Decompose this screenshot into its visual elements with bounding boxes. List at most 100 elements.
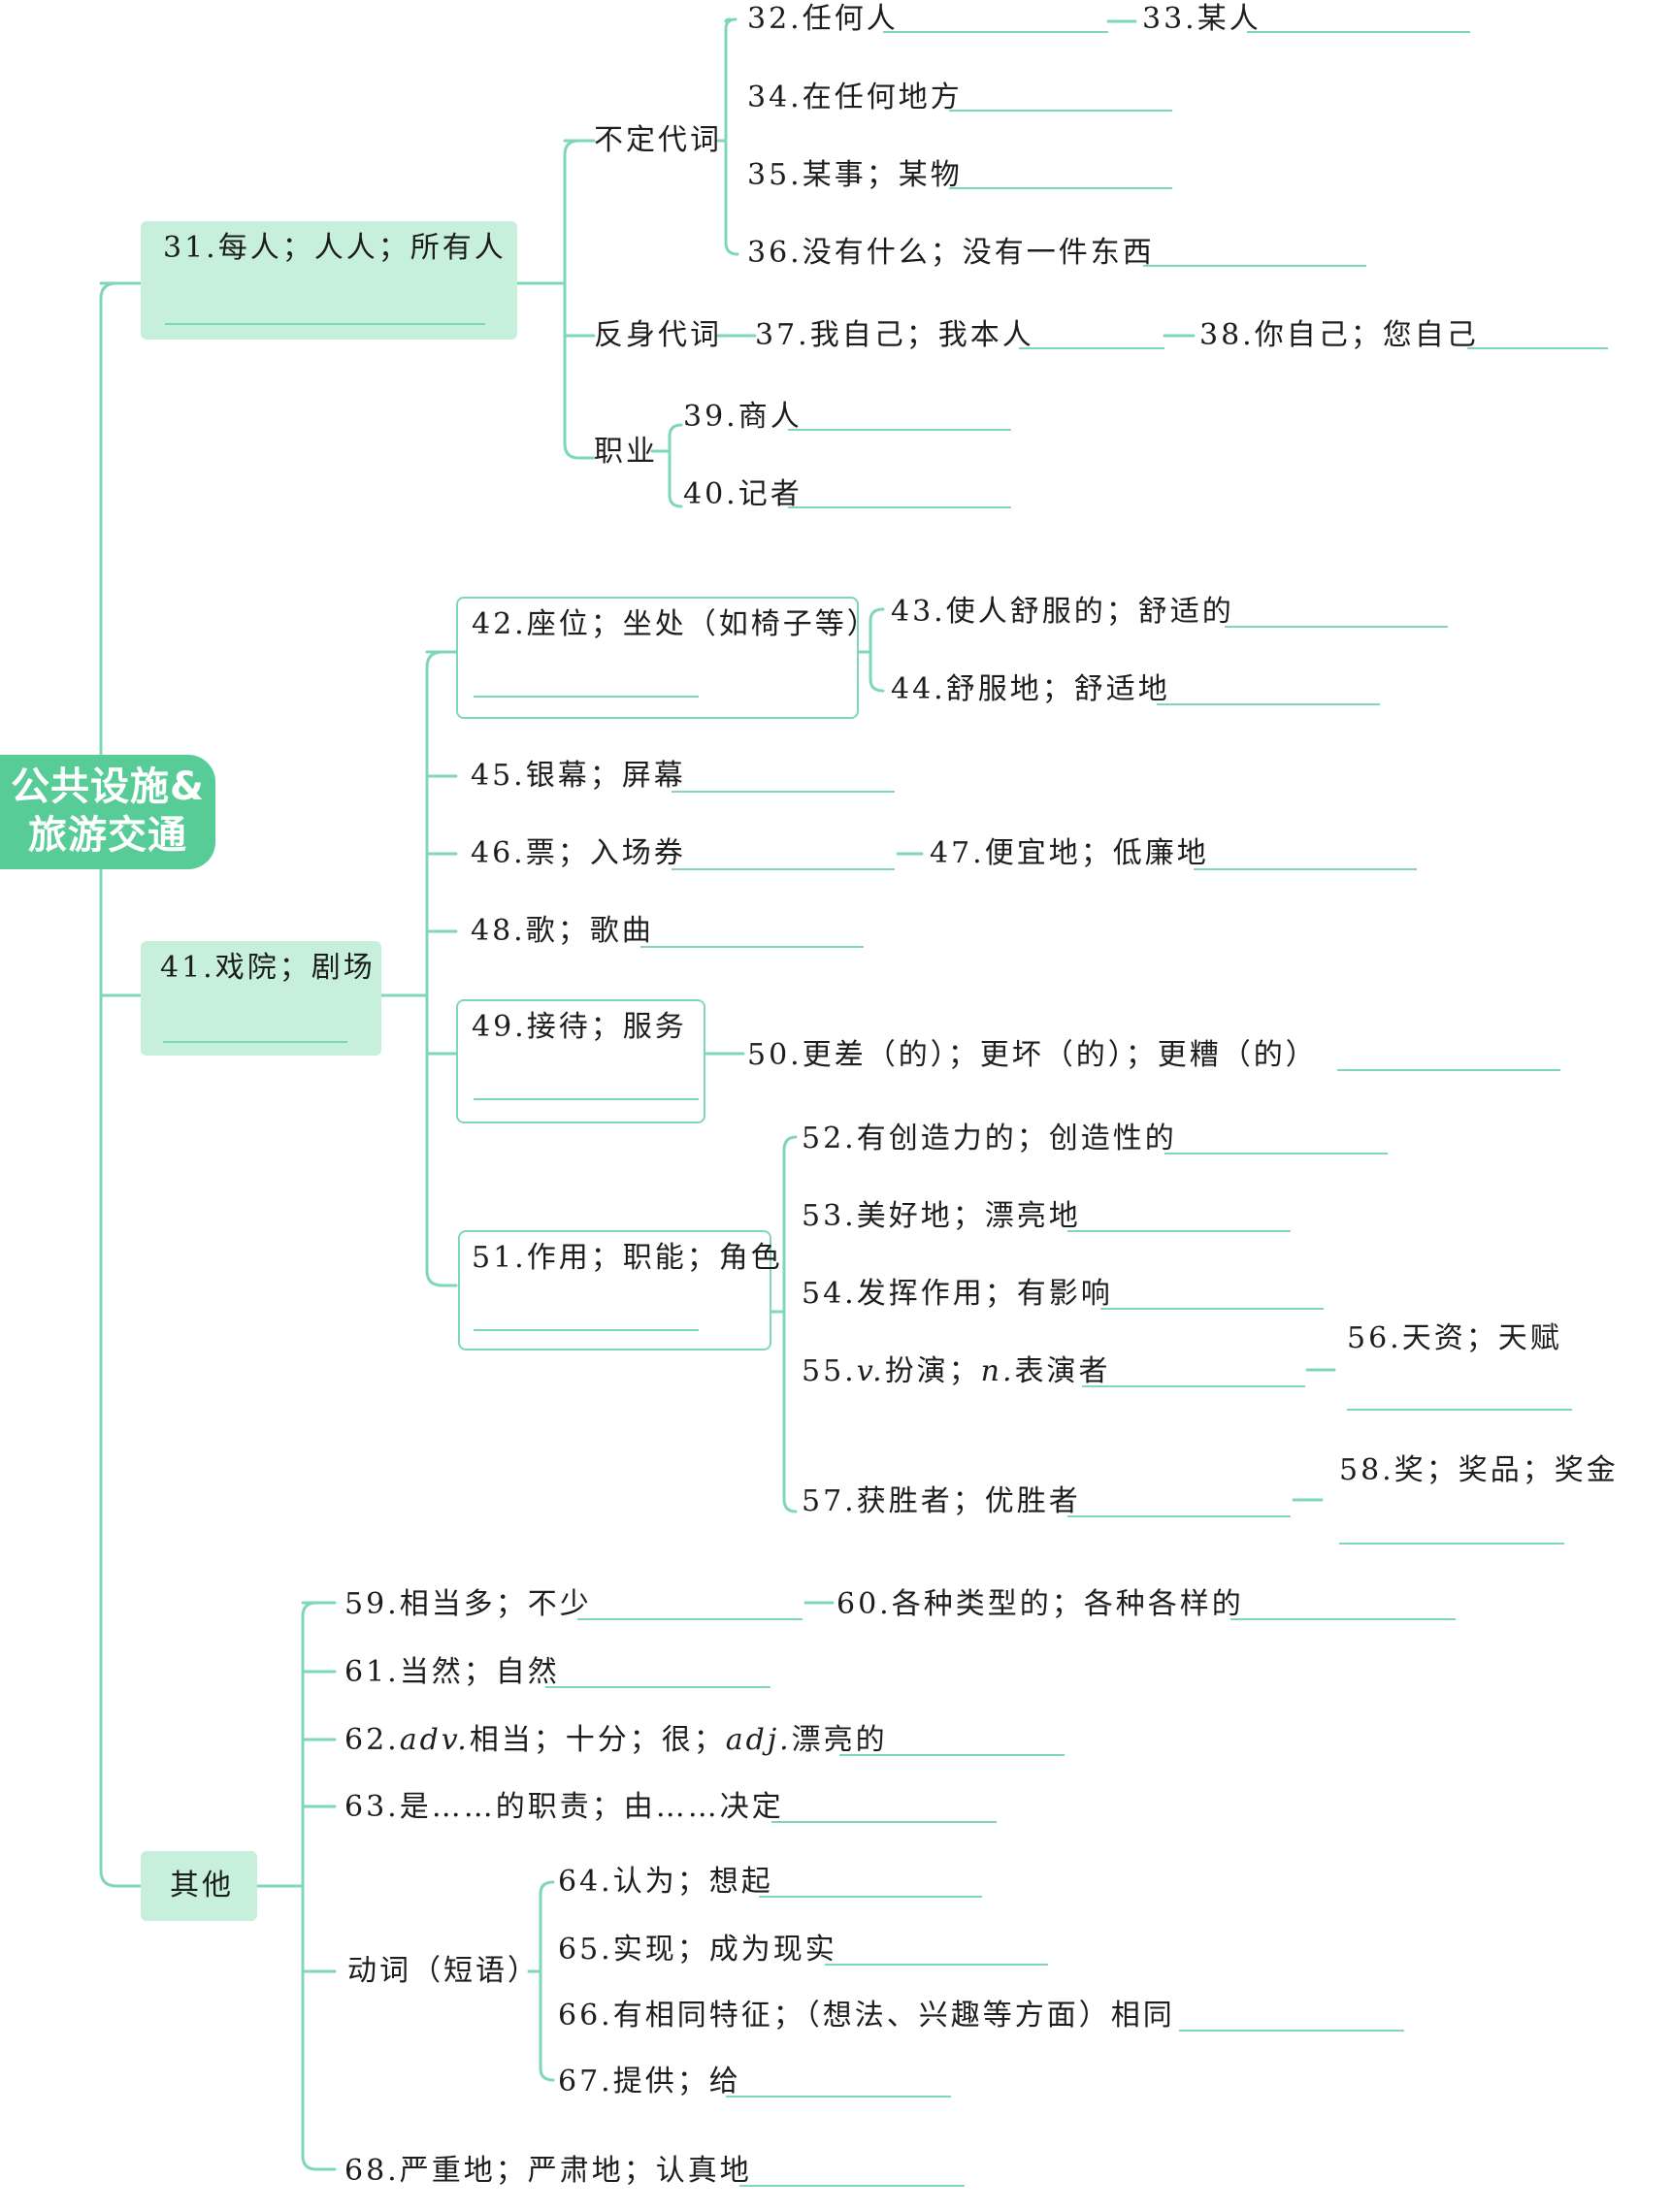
answer-blank-39[interactable] xyxy=(788,429,1011,431)
item-35: 35.某事；某物 xyxy=(747,158,963,192)
item-52: 52.有创造力的；创造性的 xyxy=(802,1122,1177,1155)
item-62-meaning-adv: 相当；十分；很； xyxy=(469,1723,726,1757)
item-62-number: 62. xyxy=(344,1723,400,1757)
item-59: 59.相当多；不少 xyxy=(344,1587,592,1621)
answer-blank-50[interactable] xyxy=(1337,1069,1560,1071)
item-32: 32.任何人 xyxy=(747,2,899,36)
item-46: 46.票；入场券 xyxy=(471,836,686,870)
answer-blank-43[interactable] xyxy=(1225,626,1448,628)
answer-blank-64[interactable] xyxy=(759,1896,982,1898)
answer-blank-38[interactable] xyxy=(1467,347,1608,349)
answer-blank-61[interactable] xyxy=(545,1686,770,1688)
item-56: 56.天资；天赋 xyxy=(1347,1321,1562,1355)
item-62-meaning-adj: 漂亮的 xyxy=(791,1723,888,1757)
answer-blank-54[interactable] xyxy=(1100,1308,1324,1310)
item-60: 60.各种类型的；各种各样的 xyxy=(836,1587,1244,1621)
answer-blank-59[interactable] xyxy=(577,1618,803,1620)
answer-blank-42[interactable] xyxy=(474,696,699,698)
group-other-box xyxy=(141,1851,257,1921)
answer-blank-53[interactable] xyxy=(1067,1230,1291,1232)
item-66: 66.有相同特征；（想法、兴趣等方面）相同 xyxy=(558,1999,1175,2033)
group-31-box xyxy=(141,221,517,340)
item-55-meaning-v: 扮演； xyxy=(884,1354,981,1388)
item-42-box xyxy=(456,597,859,719)
item-39: 39.商人 xyxy=(683,400,803,434)
answer-blank-66[interactable] xyxy=(1179,2030,1404,2032)
item-51: 51.作用；职能；角色 xyxy=(472,1241,783,1275)
answer-blank-32[interactable] xyxy=(883,31,1108,33)
group-41-label: 41.戏院；剧场 xyxy=(160,951,376,985)
group-41-box xyxy=(141,941,381,1056)
item-65: 65.实现；成为现实 xyxy=(558,1933,837,1967)
item-64: 64.认为；想起 xyxy=(558,1865,773,1899)
answer-blank-51[interactable] xyxy=(474,1329,699,1331)
item-47: 47.便宜地；低廉地 xyxy=(930,836,1209,870)
answer-blank-60[interactable] xyxy=(1230,1618,1456,1620)
answer-blank-47[interactable] xyxy=(1194,868,1417,870)
item-61: 61.当然；自然 xyxy=(344,1655,560,1689)
item-38: 38.你自己；您自己 xyxy=(1199,318,1479,352)
category-indefinite-pronouns: 不定代词 xyxy=(594,123,722,157)
item-42: 42.座位；坐处（如椅子等） xyxy=(472,607,879,641)
item-55: 55.v.扮演；n.表演者 xyxy=(802,1354,1111,1389)
item-55-number: 55. xyxy=(802,1354,857,1388)
item-50: 50.更差（的）；更坏（的）；更糟（的） xyxy=(747,1038,1318,1072)
answer-blank-45[interactable] xyxy=(672,791,895,793)
item-49: 49.接待；服务 xyxy=(472,1010,687,1044)
category-reflexive-pronouns: 反身代词 xyxy=(594,318,722,352)
group-other-label: 其他 xyxy=(170,1869,234,1903)
item-49-box xyxy=(456,999,705,1123)
item-34: 34.在任何地方 xyxy=(747,81,963,114)
answer-blank-68[interactable] xyxy=(739,2185,965,2187)
answer-blank-62[interactable] xyxy=(839,1754,1065,1756)
item-40: 40.记者 xyxy=(683,477,803,511)
item-67: 67.提供；给 xyxy=(558,2065,741,2098)
item-36: 36.没有什么；没有一件东西 xyxy=(747,236,1155,270)
answer-blank-40[interactable] xyxy=(788,506,1011,508)
answer-blank-49[interactable] xyxy=(474,1098,699,1100)
item-62-pos-adj: adj. xyxy=(725,1723,792,1757)
group-41-answer-blank[interactable] xyxy=(163,1041,347,1043)
root-topic: 公共设施& 旅游交通 xyxy=(0,755,215,869)
answer-blank-63[interactable] xyxy=(771,1821,997,1823)
item-68: 68.严重地；严肃地；认真地 xyxy=(344,2154,752,2188)
answer-blank-33[interactable] xyxy=(1247,31,1470,33)
answer-blank-58[interactable] xyxy=(1339,1543,1564,1545)
item-57: 57.获胜者；优胜者 xyxy=(802,1484,1081,1518)
item-43: 43.使人舒服的；舒适的 xyxy=(891,595,1234,629)
item-45: 45.银幕；屏幕 xyxy=(471,759,686,793)
item-44: 44.舒服地；舒适地 xyxy=(891,672,1170,706)
item-33: 33.某人 xyxy=(1142,2,1262,36)
answer-blank-44[interactable] xyxy=(1157,703,1380,705)
item-55-meaning-n: 表演者 xyxy=(1014,1354,1111,1388)
item-53: 53.美好地；漂亮地 xyxy=(802,1199,1081,1233)
answer-blank-36[interactable] xyxy=(1143,265,1366,267)
answer-blank-65[interactable] xyxy=(825,1964,1048,1966)
answer-blank-57[interactable] xyxy=(1067,1515,1291,1517)
item-55-pos-n: n. xyxy=(980,1354,1015,1388)
category-verbs: 动词（短语） xyxy=(347,1954,540,1988)
root-topic-line2: 旅游交通 xyxy=(28,813,187,858)
answer-blank-55[interactable] xyxy=(1082,1385,1305,1387)
answer-blank-52[interactable] xyxy=(1164,1153,1388,1155)
answer-blank-34[interactable] xyxy=(949,110,1172,112)
group-31-label: 31.每人；人人；所有人 xyxy=(163,231,507,265)
root-topic-line1: 公共设施& xyxy=(11,764,205,809)
item-55-pos-v: v. xyxy=(856,1354,885,1388)
answer-blank-67[interactable] xyxy=(726,2096,951,2098)
group-31-answer-blank[interactable] xyxy=(165,323,485,325)
category-occupation: 职业 xyxy=(594,435,658,469)
item-63: 63.是……的职责；由……决定 xyxy=(344,1790,784,1824)
item-62: 62.adv.相当；十分；很；adj.漂亮的 xyxy=(344,1723,888,1758)
item-48: 48.歌；歌曲 xyxy=(471,914,654,948)
answer-blank-37[interactable] xyxy=(1019,347,1164,349)
item-62-pos-adv: adv. xyxy=(399,1723,470,1757)
item-58: 58.奖；奖品；奖金 xyxy=(1339,1453,1619,1487)
answer-blank-56[interactable] xyxy=(1347,1409,1572,1411)
answer-blank-48[interactable] xyxy=(640,946,864,948)
item-54: 54.发挥作用；有影响 xyxy=(802,1277,1113,1311)
answer-blank-46[interactable] xyxy=(672,868,895,870)
answer-blank-35[interactable] xyxy=(949,187,1172,189)
item-37: 37.我自己；我本人 xyxy=(755,318,1034,352)
